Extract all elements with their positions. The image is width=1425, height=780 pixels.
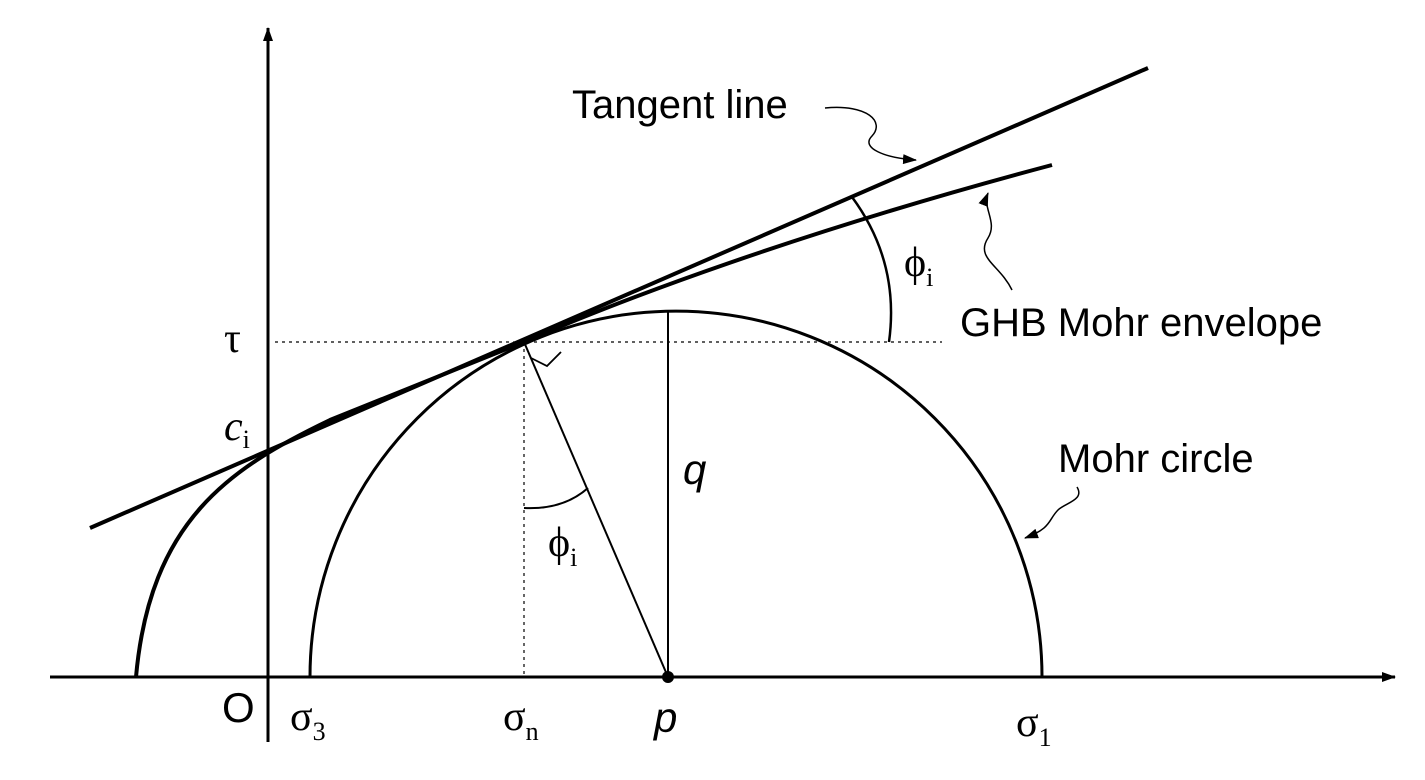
sigma-3-label: σ3 <box>290 694 326 746</box>
tangent-line-label: Tangent line <box>572 83 788 127</box>
c-subscript: i <box>243 425 250 454</box>
sigma-1-subscript: 1 <box>1039 723 1052 752</box>
sigma-3-subscript: 3 <box>313 717 326 746</box>
phi-lower-subscript: i <box>570 543 577 572</box>
tangent-line <box>89 66 1149 530</box>
radius-line <box>523 341 669 678</box>
phi-lower-symbol: ϕ <box>548 520 570 566</box>
tangent-line-leader <box>824 106 917 165</box>
phi-angle-arc-lower <box>523 487 589 510</box>
phi-upper-symbol: ϕ <box>904 240 926 286</box>
q-label: q <box>683 446 707 493</box>
sigma-1-symbol: σ <box>1016 700 1039 746</box>
phi-i-label-upper: ϕi <box>904 240 933 292</box>
p-label: p <box>652 694 677 741</box>
sigma-1-label: σ1 <box>1016 700 1052 752</box>
right-angle-marker <box>530 351 562 368</box>
phi-angle-arc-upper <box>850 196 893 343</box>
sigma-n-subscript: n <box>526 717 539 746</box>
tau-label: τ <box>224 316 241 362</box>
phi-i-label-lower: ϕi <box>548 520 577 572</box>
ghb-envelope-label: GHB Mohr envelope <box>960 301 1322 345</box>
mohr-circle-label: Mohr circle <box>1058 437 1254 481</box>
origin-label: O <box>222 684 255 731</box>
mohr-circle-curve <box>308 309 1044 678</box>
mohr-circle-leader <box>1024 486 1080 539</box>
c-i-label: ci <box>224 404 250 454</box>
phi-upper-subscript: i <box>926 263 933 292</box>
ghb-envelope-curve <box>134 163 1053 678</box>
sigma-n-label: σn <box>503 694 539 746</box>
sigma-3-symbol: σ <box>290 694 313 740</box>
p-point <box>662 671 674 683</box>
sigma-n-symbol: σ <box>503 694 526 740</box>
c-symbol: c <box>224 404 243 450</box>
ghb-envelope-leader <box>978 192 1013 291</box>
